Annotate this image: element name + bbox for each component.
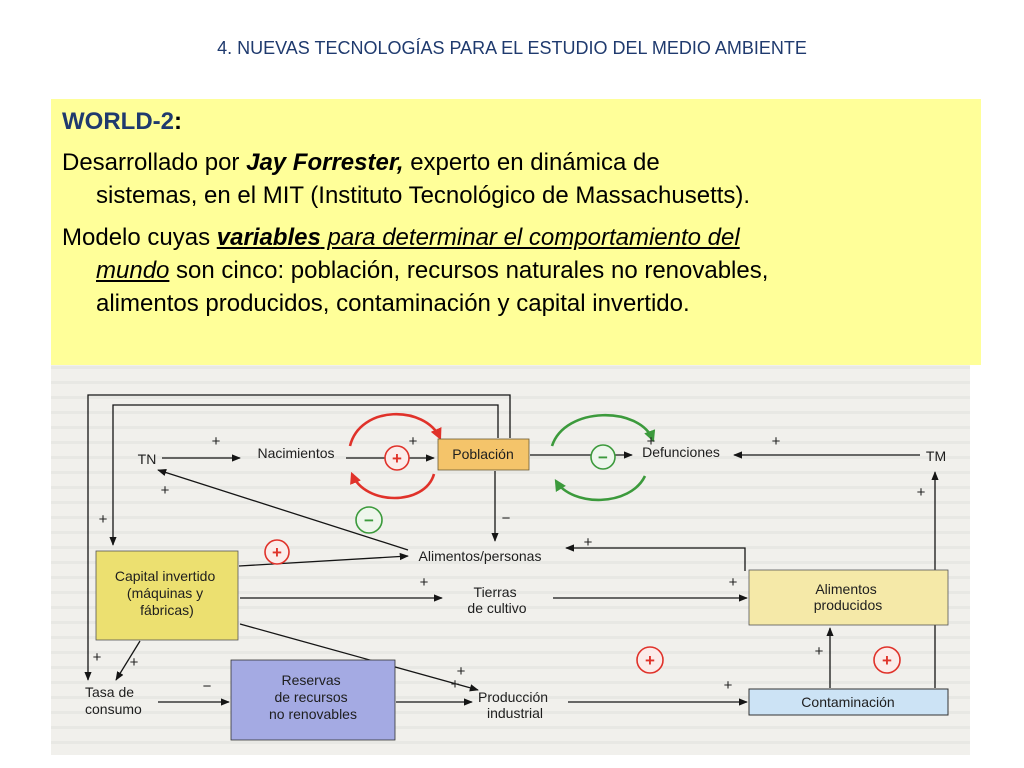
positive-loop-sign: + — [272, 543, 282, 562]
node-capital-invertido: Capital invertido (máquinas y fábricas) — [115, 568, 219, 618]
p2-run-3: para determinar el comportamiento del — [320, 224, 740, 251]
node-tn: TN — [138, 451, 157, 467]
plus-sign: + — [420, 574, 429, 591]
reservas-line-3: no renovables — [269, 706, 357, 722]
capital-line-1: Capital invertido — [115, 568, 216, 584]
slide-title: 4. NUEVAS TECNOLOGÍAS PARA EL ESTUDIO DE… — [217, 38, 807, 58]
arrow-poblacion-to-capital-invertido — [109, 404, 499, 546]
node-alimentos-producidos: Alimentos producidos — [814, 581, 883, 613]
alimentos-producidos-box — [748, 569, 949, 626]
plus-sign: + — [584, 534, 593, 551]
plus-sign: + — [409, 433, 418, 450]
plus-sign: + — [451, 676, 460, 693]
p1-run-1: Desarrollado por — [62, 149, 247, 176]
reservas-box — [230, 659, 396, 741]
minus-sign: − — [502, 510, 511, 527]
capital-line-3: fábricas) — [140, 602, 194, 618]
positive-loop-icon: + — [384, 445, 410, 471]
world2-causal-diagram: TN Nacimientos Población Defunciones TM … — [51, 365, 970, 755]
plus-sign: + — [729, 574, 738, 591]
plus-sign: + — [724, 677, 733, 694]
alimentos-line-1: Alimentos — [815, 581, 876, 597]
minus-sign: − — [203, 678, 212, 695]
produccion-line-1: Producción — [478, 689, 548, 705]
plus-sign: + — [457, 663, 466, 680]
plus-sign: + — [772, 433, 781, 450]
contaminacion-box — [748, 688, 949, 716]
p1-run-3: experto en dinámica de — [403, 149, 660, 176]
tasa-line-2: consumo — [85, 701, 142, 717]
tierras-line-1: Tierras — [474, 584, 517, 600]
plus-sign: + — [647, 433, 656, 450]
capital-invertido-box — [95, 550, 239, 641]
heading-colon: : — [173, 108, 182, 135]
positive-loop-icon: + — [264, 539, 290, 565]
p2-run-4: mundo — [96, 257, 170, 284]
arrow-capital-to-tasa-de-consumo — [115, 640, 141, 681]
p2-run-1: Modelo cuyas — [62, 224, 217, 251]
node-tierras-de-cultivo: Tierras de cultivo — [467, 584, 526, 616]
node-tasa-de-consumo: Tasa de consumo — [85, 684, 142, 717]
plus-sign: + — [917, 484, 926, 501]
positive-loop-icon: + — [873, 646, 901, 674]
p2-variables-term: variables — [216, 224, 321, 251]
arrow-capital-to-alimentos-personas — [238, 552, 409, 567]
node-produccion-industrial: Producción industrial — [478, 689, 552, 721]
node-reservas: Reservas de recursos no renovables — [269, 672, 357, 722]
node-tm: TM — [926, 448, 946, 464]
p2-run-5: son cinco: población, recursos naturales… — [169, 257, 769, 284]
p1-author-name: Jay Forrester, — [246, 149, 404, 176]
heading-name: WORLD-2 — [62, 108, 174, 135]
positive-loop-sign: + — [882, 651, 892, 670]
arrow-capital-to-produccion — [239, 623, 479, 692]
reservas-line-2: de recursos — [274, 689, 347, 705]
positive-loop-sign: + — [392, 449, 402, 468]
negative-loop-sign: − — [364, 511, 374, 530]
paragraph-variables: Modelo cuyas variables para determinar e… — [62, 221, 768, 320]
textbox-heading: WORLD-2: — [62, 105, 768, 138]
positive-loop-arc-bottom — [350, 471, 436, 500]
negative-loop-sign: − — [598, 448, 608, 467]
negative-loop-arc-bottom — [554, 475, 647, 502]
arrow-poblacion-to-tasa-de-consumo — [84, 394, 511, 681]
negative-loop-icon: − — [355, 506, 383, 534]
p2-run-6: alimentos producidos, contaminación y ca… — [96, 290, 690, 317]
plus-sign: + — [99, 511, 108, 528]
node-contaminacion: Contaminación — [801, 694, 894, 710]
world2-textbox: WORLD-2: Desarrollado por Jay Forrester,… — [51, 99, 981, 365]
plus-sign: + — [93, 649, 102, 666]
poblacion-box — [437, 438, 530, 471]
plus-sign: + — [130, 654, 139, 671]
capital-line-2: (máquinas y — [127, 585, 203, 601]
reservas-line-1: Reservas — [281, 672, 340, 688]
positive-loop-sign: + — [645, 651, 655, 670]
plus-sign: + — [161, 482, 170, 499]
textbox-content: WORLD-2: Desarrollado por Jay Forrester,… — [62, 105, 768, 320]
p1-run-4: sistemas, en el MIT (Instituto Tecnológi… — [96, 182, 751, 209]
arrow-alimentos-producidos-to-alimentos-personas — [565, 544, 746, 571]
alimentos-line-2: producidos — [814, 597, 883, 613]
negative-loop-icon: − — [590, 444, 616, 470]
node-alimentos-personas: Alimentos/personas — [419, 548, 542, 564]
tasa-line-1: Tasa de — [85, 684, 134, 700]
tierras-line-2: de cultivo — [467, 600, 526, 616]
node-defunciones: Defunciones — [642, 444, 720, 460]
plus-sign: + — [212, 433, 221, 450]
positive-loop-arc-top — [348, 412, 442, 447]
plus-sign: + — [815, 643, 824, 660]
node-nacimientos: Nacimientos — [257, 445, 334, 461]
positive-loop-icon: + — [636, 646, 664, 674]
node-poblacion: Población — [452, 446, 514, 462]
produccion-line-2: industrial — [487, 705, 543, 721]
paragraph-forrester: Desarrollado por Jay Forrester, experto … — [62, 146, 768, 212]
negative-loop-arc-top — [550, 413, 656, 447]
arrow-alimentos-personas-to-tn — [157, 469, 409, 551]
